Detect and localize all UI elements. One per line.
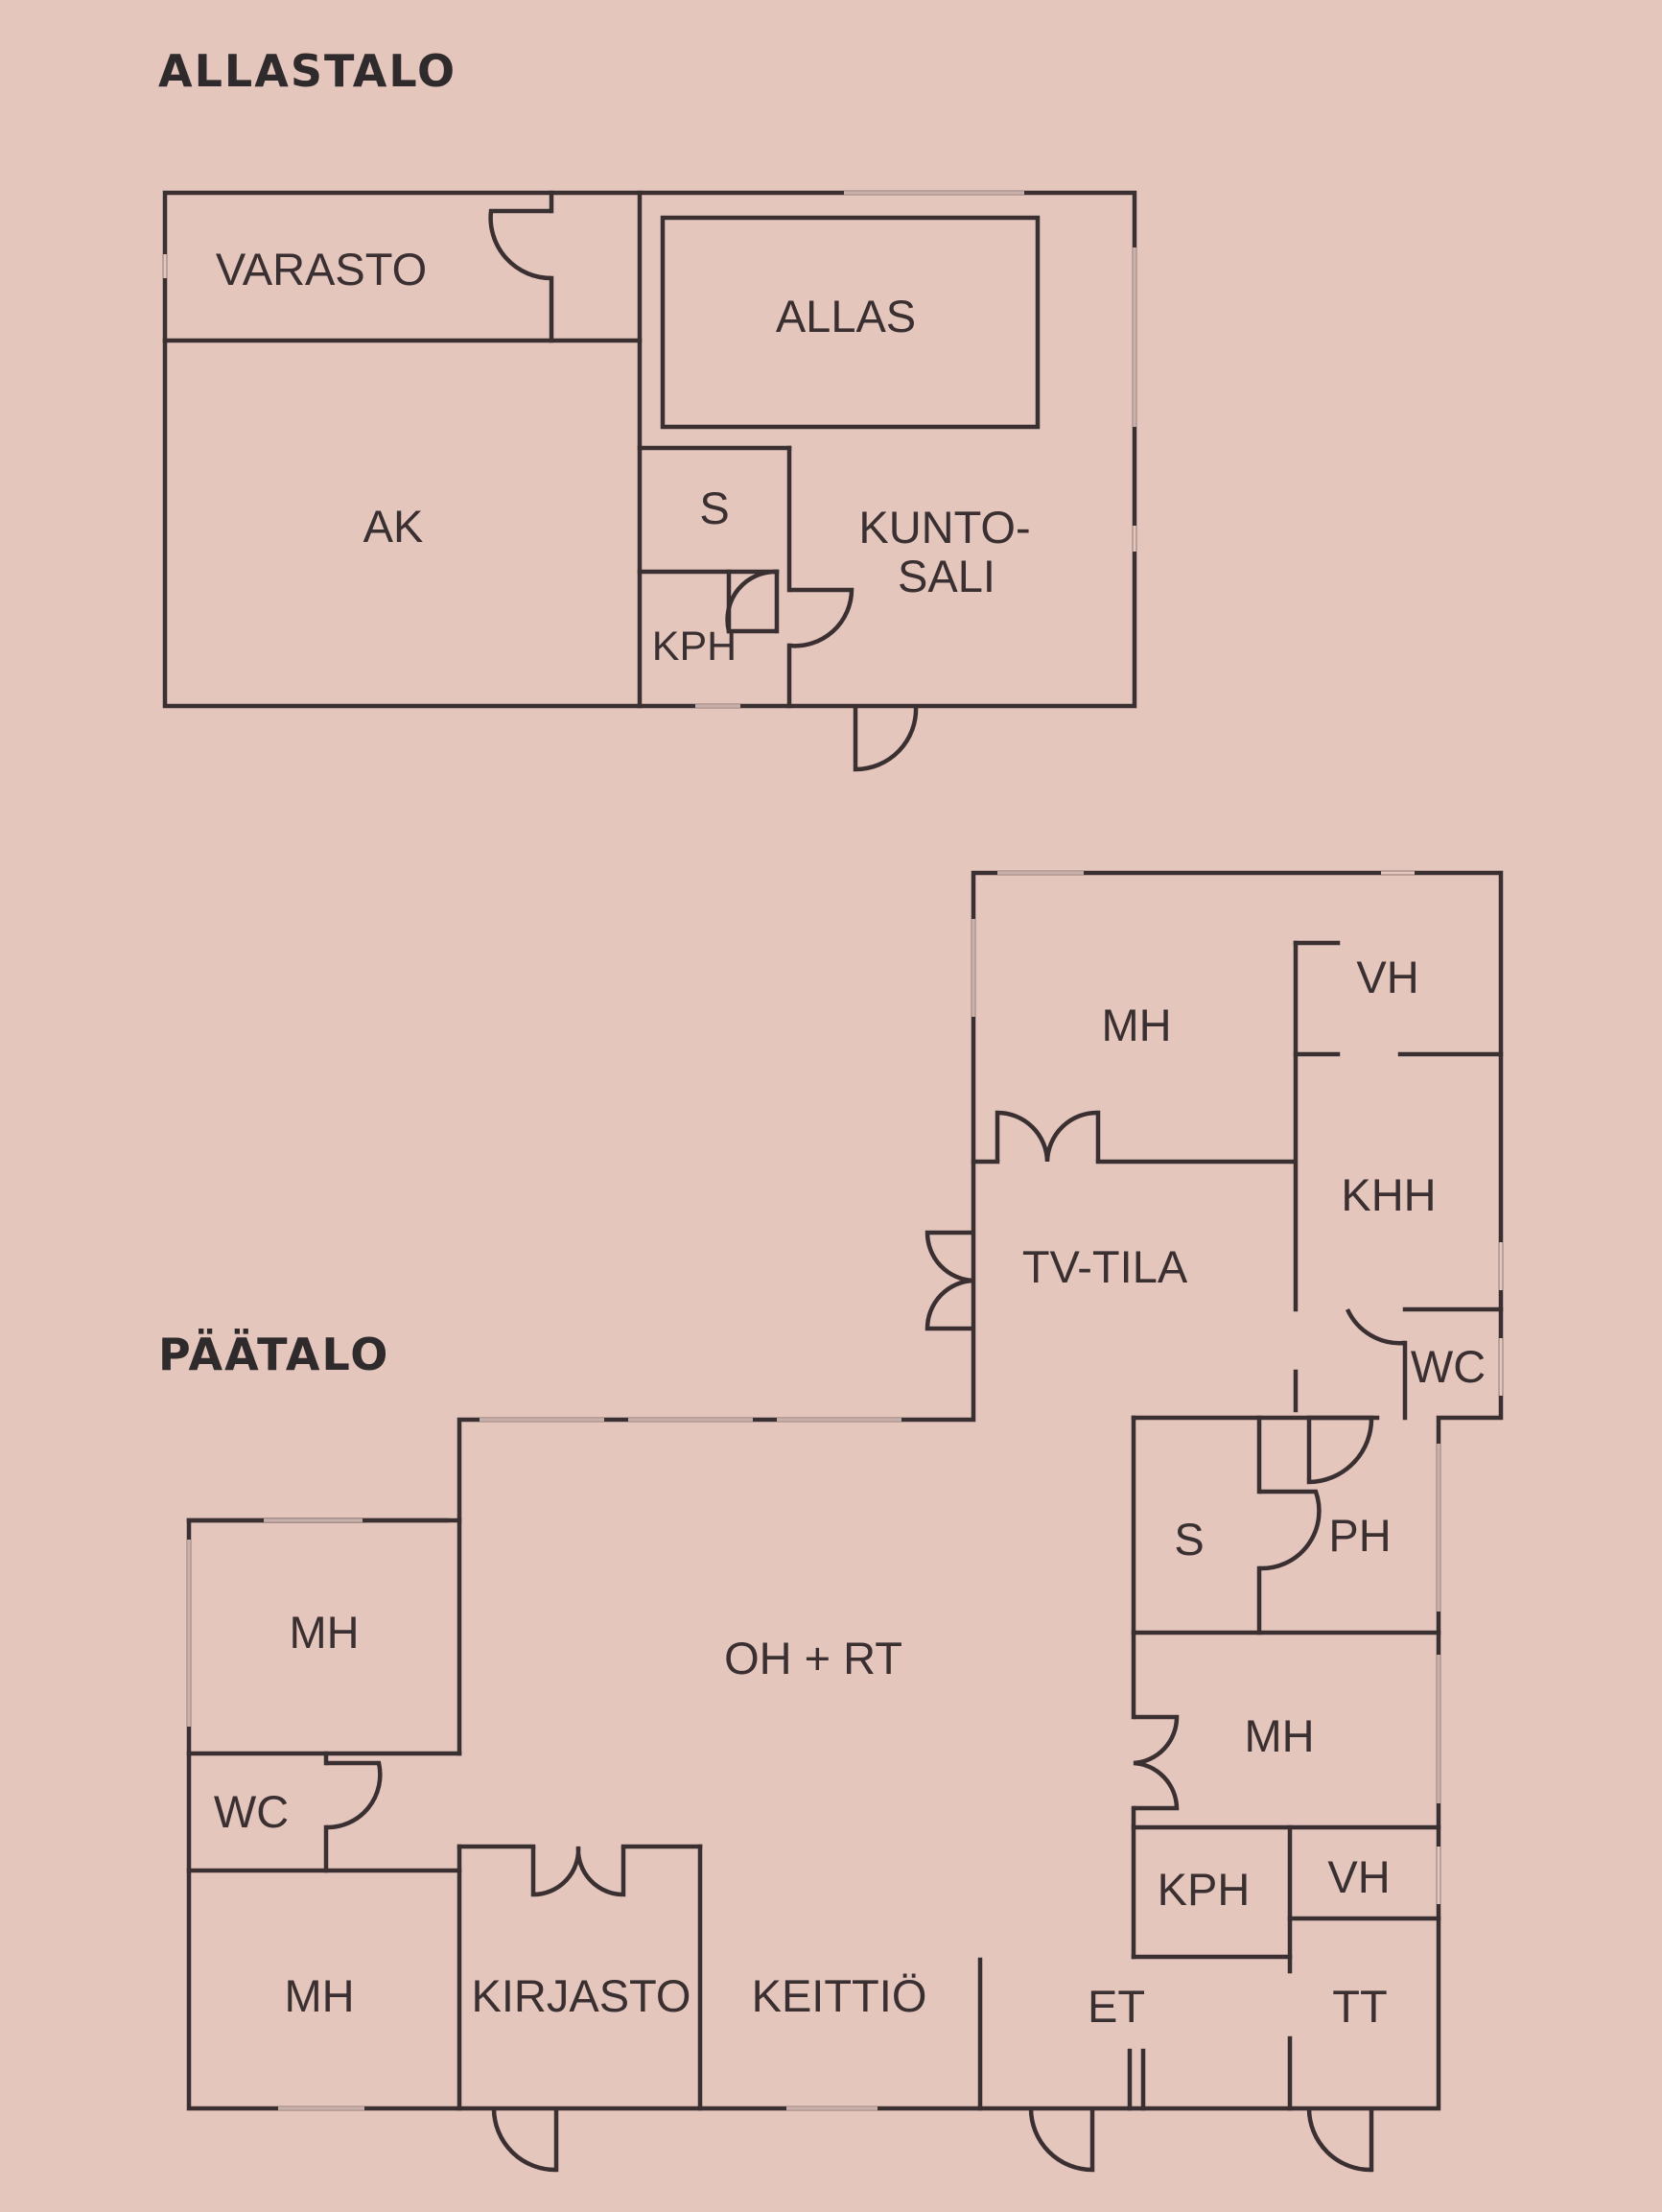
- allastalo-labels: VARASTO ALLAS AK S KUNTO- SALI KPH: [216, 244, 1031, 670]
- room-s: S: [1174, 1514, 1204, 1565]
- room-kph: KPH: [652, 624, 737, 670]
- allastalo-windows: [163, 191, 1136, 708]
- paatalo-title: PÄÄTALO: [158, 1329, 389, 1380]
- allastalo-building: ALLASTALO: [158, 45, 1137, 772]
- room-kuntosali-line1: KUNTO-: [858, 502, 1030, 553]
- paatalo-doors: [325, 1110, 1406, 2173]
- allastalo-walls: [162, 190, 1137, 709]
- room-tv-tila: TV-TILA: [1022, 1241, 1188, 1292]
- room-mh-left-top: MH: [289, 1607, 359, 1658]
- room-kph: KPH: [1158, 1864, 1251, 1915]
- room-mh-left-bottom: MH: [284, 1970, 354, 2021]
- allastalo-doors: [488, 208, 919, 772]
- paatalo-windows: [187, 871, 1503, 2110]
- room-wc-right: WC: [1411, 1341, 1486, 1392]
- room-kuntosali-line2: SALI: [898, 551, 995, 601]
- room-vh-bottom: VH: [1327, 1851, 1390, 1902]
- paatalo-building: PÄÄTALO: [158, 870, 1504, 2173]
- room-tt: TT: [1332, 1981, 1387, 2032]
- room-vh-top: VH: [1356, 952, 1418, 1002]
- room-varasto: VARASTO: [216, 244, 427, 294]
- room-mh-top: MH: [1101, 1000, 1171, 1050]
- room-allas: ALLAS: [776, 291, 916, 341]
- room-mh-right: MH: [1244, 1710, 1314, 1761]
- allastalo-title: ALLASTALO: [158, 45, 456, 97]
- room-s: S: [699, 482, 729, 533]
- room-et: ET: [1088, 1981, 1145, 2032]
- room-ak: AK: [363, 501, 424, 552]
- room-keittio: KEITTIÖ: [752, 1970, 927, 2021]
- room-oh-rt: OH + RT: [724, 1633, 902, 1683]
- room-wc-left: WC: [214, 1786, 289, 1837]
- room-khh: KHH: [1341, 1169, 1436, 1220]
- room-kirjasto: KIRJASTO: [472, 1970, 691, 2021]
- paatalo-labels: MH VH KHH TV-TILA WC S PH MH OH + RT MH …: [214, 952, 1486, 2032]
- room-ph: PH: [1328, 1510, 1391, 1561]
